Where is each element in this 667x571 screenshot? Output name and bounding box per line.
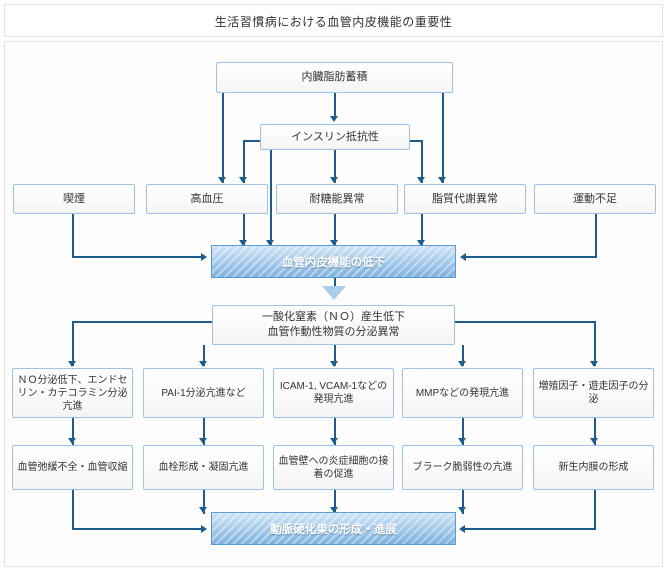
arrowhead-outcome2-to-atherosclerosis: [199, 507, 207, 513]
connector-insulin-to-endothelial: [270, 150, 272, 246]
arrowhead-hypertension-to-endothelial: [239, 240, 247, 246]
connector-outcome5-to-atherosclerosis: [464, 528, 596, 530]
arrowhead-outcome4-to-atherosclerosis: [458, 507, 466, 513]
page-title: 生活習慣病における血管内皮機能の重要性: [214, 15, 453, 29]
connector-no-to-mech-2: [203, 345, 205, 366]
node-risk-dyslipidemia[interactable]: 脂質代謝異常: [404, 184, 526, 214]
arrowhead-insulin-to-hypertension: [239, 177, 247, 183]
arrowhead-no-to-mech-1: [68, 361, 76, 367]
connector-no-to-mech-1: [72, 321, 74, 366]
connector-outcome5-down: [594, 490, 596, 530]
connector-no-right-elbow: [454, 321, 595, 323]
no-production-line-2: 血管作動性物質の分泌異常: [267, 326, 400, 338]
node-mechanism-mmp[interactable]: MMPなどの発現亢進: [402, 368, 523, 418]
node-visceral-fat[interactable]: 内臓脂肪蓄積: [216, 62, 453, 93]
node-outcome-vasoconstriction[interactable]: 血管弛緩不全・血管収縮: [12, 445, 133, 490]
arrowhead-outcome1-to-atherosclerosis: [201, 525, 207, 533]
connector-insulin-to-glucose: [334, 150, 336, 183]
node-outcome-neointima[interactable]: 新生内膜の形成: [533, 445, 654, 490]
connector-mech3-to-outcome3: [334, 418, 336, 445]
connector-outcome3-to-atherosclerosis: [334, 490, 336, 514]
arrowhead-mech5-to-outcome5: [590, 438, 598, 444]
connector-mech1-to-outcome1: [72, 418, 74, 445]
connector-no-to-mech-5: [594, 321, 596, 366]
connector-visceral-to-insulin: [334, 93, 336, 118]
arrowhead-mech4-to-outcome4: [458, 438, 466, 444]
connector-insulin-to-dyslipidemia: [421, 140, 423, 183]
connector-outcome2-to-atherosclerosis: [203, 490, 205, 514]
arrowhead-no-to-mech-2: [199, 361, 207, 367]
connector-no-to-mech-4: [462, 345, 464, 366]
connector-outcome1-to-atherosclerosis: [72, 528, 204, 530]
arrowhead-visceral-to-hypertension: [218, 177, 226, 183]
node-endothelial-dysfunction[interactable]: 血管内皮機能の低下: [211, 245, 456, 278]
node-atherosclerosis[interactable]: 動脈硬化巣の形成・進展: [211, 512, 456, 545]
connector-endothelial-to-no: [334, 278, 336, 292]
arrowhead-outcome5-to-atherosclerosis: [459, 525, 465, 533]
arrowhead-endothelial-to-no: [322, 286, 346, 300]
connector-insulin-right-elbow: [410, 140, 423, 142]
connector-mech2-to-outcome2: [203, 418, 205, 445]
connector-smoking-to-endothelial: [72, 256, 204, 258]
node-outcome-thrombosis[interactable]: 血栓形成・凝固亢進: [143, 445, 264, 490]
arrowhead-mech1-to-outcome1: [68, 438, 76, 444]
connector-mech5-to-outcome5: [594, 418, 596, 445]
arrowhead-smoking-to-endothelial: [201, 253, 207, 261]
arrowhead-mech3-to-outcome3: [330, 438, 338, 444]
connector-inactivity-to-endothelial: [465, 256, 597, 258]
arrowhead-mech2-to-outcome2: [199, 438, 207, 444]
title-bar: 生活習慣病における血管内皮機能の重要性: [4, 4, 663, 37]
arrowhead-no-to-mech-4: [458, 361, 466, 367]
connector-smoking-down: [72, 214, 74, 257]
arrowhead-outcome3-to-atherosclerosis: [330, 507, 338, 513]
node-risk-smoking[interactable]: 喫煙: [13, 184, 135, 214]
connector-insulin-to-hypertension: [243, 140, 245, 183]
connector-visceral-to-hypertension: [222, 93, 224, 183]
node-outcome-inflammatory-adhesion[interactable]: 血管壁への炎症細胞の接着の促進: [273, 445, 394, 490]
node-mechanism-growth-factors[interactable]: 増殖因子・遊走因子の分泌: [533, 368, 654, 418]
arrowhead-no-to-mech-3: [330, 361, 338, 367]
node-mechanism-pai1[interactable]: PAI-1分泌亢進など: [143, 368, 264, 418]
arrowhead-visceral-to-dyslipidemia: [438, 177, 446, 183]
connector-mech4-to-outcome4: [462, 418, 464, 445]
connector-outcome4-to-atherosclerosis: [462, 490, 464, 514]
node-mechanism-icam-vcam[interactable]: ICAM-1, VCAM-1などの発現亢進: [273, 368, 394, 418]
arrowhead-no-to-mech-5: [590, 361, 598, 367]
arrowhead-visceral-to-insulin: [330, 116, 338, 122]
connector-no-left-elbow: [72, 321, 213, 323]
arrowhead-insulin-to-dyslipidemia: [417, 177, 425, 183]
node-outcome-plaque-vulnerability[interactable]: ブラーク脆弱性の亢進: [402, 445, 523, 490]
connector-no-to-mech-3: [334, 345, 336, 366]
connector-insulin-left-elbow: [243, 140, 261, 142]
arrowhead-inactivity-to-endothelial: [460, 253, 466, 261]
connector-inactivity-down: [595, 214, 597, 257]
connector-visceral-to-dyslipidemia: [442, 93, 444, 183]
node-risk-inactivity[interactable]: 運動不足: [534, 184, 656, 214]
connector-outcome1-down: [72, 490, 74, 530]
node-no-production[interactable]: 一酸化窒素（ＮＯ）産生低下 血管作動性物質の分泌異常: [212, 305, 455, 345]
arrowhead-glucose-to-endothelial: [330, 240, 338, 246]
arrowhead-dyslipidemia-to-endothelial: [417, 240, 425, 246]
connector-dyslipidemia-to-endothelial: [421, 214, 423, 246]
arrowhead-insulin-to-glucose: [330, 177, 338, 183]
node-risk-hypertension[interactable]: 高血圧: [146, 184, 268, 214]
connector-glucose-to-endothelial: [334, 214, 336, 246]
node-insulin-resistance[interactable]: インスリン抵抗性: [260, 124, 410, 150]
connector-hypertension-to-endothelial: [243, 214, 245, 246]
arrowhead-insulin-to-endothelial: [266, 240, 274, 246]
node-risk-glucose-intolerance[interactable]: 耐糖能異常: [276, 184, 398, 214]
no-production-line-1: 一酸化窒素（ＮＯ）産生低下: [262, 311, 405, 324]
node-mechanism-no-secretion[interactable]: ＮＯ分泌低下、エンドセリン・カテコラミン分泌亢進: [12, 368, 133, 418]
